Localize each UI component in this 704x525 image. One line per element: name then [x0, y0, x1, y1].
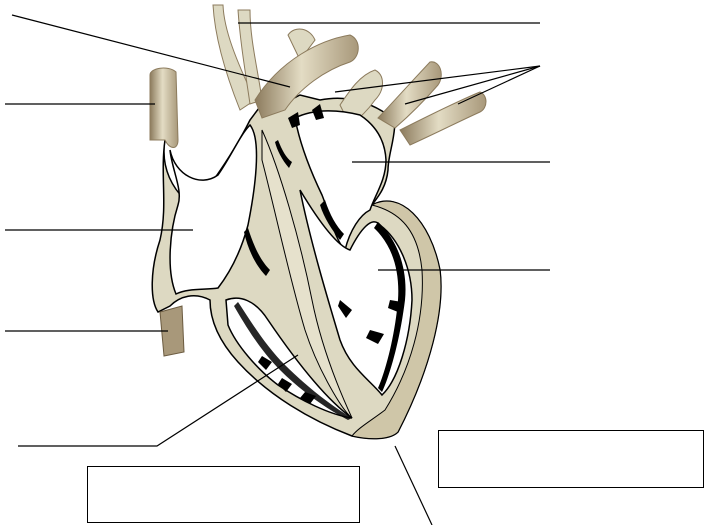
answer-box-right[interactable] — [438, 430, 704, 488]
leader-apex — [395, 446, 432, 525]
answer-box-bottom[interactable] — [87, 466, 360, 523]
superior-vena-cava — [150, 68, 178, 147]
